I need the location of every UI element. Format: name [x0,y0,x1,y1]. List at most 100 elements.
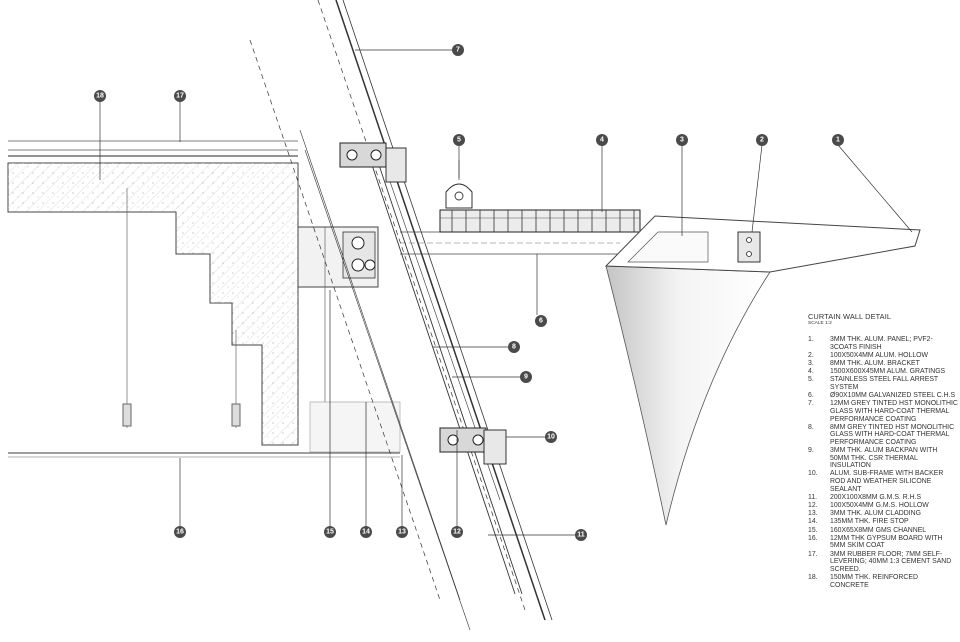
legend-item-text: 1500X600X45MM ALUM. GRATINGS [830,368,946,376]
callout-17: 17 [174,90,186,102]
svg-text:16: 16 [176,529,184,536]
legend-panel: CURTAIN WALL DETAIL SCALE 1:2 1.3MM THK.… [808,312,958,590]
svg-text:11: 11 [577,532,585,539]
legend-item-number: 8. [808,423,814,431]
legend-item: 5. STAINLESS STEEL FALL ARREST SYSTEM [808,376,958,391]
legend-item-text: 150MM THK. REINFORCED CONCRETE [830,573,918,589]
svg-text:14: 14 [362,529,370,536]
legend-item-number: 3. [808,359,814,367]
svg-text:9: 9 [524,374,528,381]
legend-item-number: 2. [808,351,814,359]
legend-item-number: 18. [808,573,818,581]
callout-8: 8 [508,341,520,353]
svg-text:5: 5 [457,137,461,144]
legend-item-number: 11. [808,493,818,501]
callout-7: 7 [452,44,464,56]
svg-text:15: 15 [326,529,334,536]
legend-item-text: ALUM. SUB-FRAME WITH BACKER ROD AND WEAT… [830,470,944,493]
legend-item-text: 200X100X8MM G.M.S. R.H.S [830,493,922,501]
legend-item: 10. ALUM. SUB-FRAME WITH BACKER ROD AND W… [808,470,958,493]
legend-item-number: 10. [808,470,818,478]
legend-item: 6. Ø90X10MM GALVANIZED STEEL C.H.S [808,392,958,400]
callout-1: 1 [832,134,844,146]
callout-4: 4 [596,134,608,146]
legend-item: 17. 3MM RUBBER FLOOR; 7MM SELF-LEVERING; … [808,551,958,574]
legend-scale: SCALE 1:2 [808,321,832,326]
svg-text:2: 2 [760,137,764,144]
legend-item-text: 12MM THK GYPSUM BOARD WITH 5MM SKIM COAT [830,534,943,550]
legend-item: 14. 135MM THK. FIRE STOP [808,518,958,526]
legend-item-text: 3MM THK. ALUM. PANEL; PVF2-3COATS FINISH [830,336,933,351]
callout-6: 6 [535,315,547,327]
callout-12: 12 [451,526,463,538]
callout-15: 15 [324,526,336,538]
svg-text:10: 10 [547,434,555,441]
svg-text:4: 4 [600,137,604,144]
callout-5: 5 [453,134,465,146]
legend-item: 13. 3MM THK. ALUM CLADDING [808,510,958,518]
steel-bracket [297,226,379,453]
ceiling [8,188,400,458]
legend-item-number: 17. [808,550,818,558]
svg-text:13: 13 [398,529,406,536]
callout-14: 14 [360,526,372,538]
floor-finish [8,140,298,157]
svg-text:6: 6 [539,318,543,325]
callout-18: 18 [94,90,106,102]
legend-item: 8. 8MM GREY TINTED HST MONOLITHIC GLASS W… [808,424,958,447]
gratings [439,209,641,233]
legend-item: 1.3MM THK. ALUM. PANEL; PVF2-3COATS FINI… [808,336,958,351]
chs-rod [400,231,620,255]
callout-2: 2 [756,134,768,146]
legend-item-number: 13. [808,510,818,518]
legend-item: 2. 100X50X4MM ALUM. HOLLOW [808,352,958,360]
legend-item-text: 3MM THK. ALUM BACKPAN WITH 50MM THK. CSR… [830,447,938,470]
legend-title: CURTAIN WALL DETAIL [808,312,892,321]
legend-item: 15. 160X65X8MM GMS CHANNEL [808,527,958,535]
aluminium-fin [604,215,921,526]
legend-item-text: 160X65X8MM GMS CHANNEL [830,526,927,534]
legend-item-text: 8MM THK. ALUM. BRACKET [830,359,920,367]
legend-item-number: 4. [808,368,814,376]
callout-16: 16 [174,526,186,538]
sub-frame-upper [339,142,407,183]
svg-text:1: 1 [836,137,840,144]
legend-item-text: Ø90X10MM GALVANIZED STEEL C.H.S [830,392,956,400]
callout-11: 11 [575,529,587,541]
callout-13: 13 [396,526,408,538]
fire-stop [309,401,401,453]
legend-item-number: 15. [808,526,818,534]
legend-item-number: 16. [808,534,818,542]
callout-9: 9 [520,371,532,383]
legend-item-number: 6. [808,392,814,400]
legend-item: 9.3MM THK. ALUM BACKPAN WITH 50MM THK. C… [808,447,958,470]
legend-item-text: STAINLESS STEEL FALL ARREST SYSTEM [830,376,938,391]
legend-item-text: 3MM RUBBER FLOOR; 7MM SELF-LEVERING; 40M… [830,550,952,573]
callout-bubbles: 1 2 3 4 5 6 7 8 9 10 11 12 13 14 15 16 1… [94,44,844,541]
legend-item: 18. 150MM THK. REINFORCED CONCRETE [808,574,958,589]
curtain-wall-glazing [249,0,553,631]
legend-item: 16. 12MM THK GYPSUM BOARD WITH 5MM SKIM C… [808,535,958,550]
legend-item-text: 8MM GREY TINTED HST MONOLITHIC GLASS WIT… [830,423,955,446]
legend-item: 11. 200X100X8MM G.M.S. R.H.S [808,494,958,502]
legend-item-text: 3MM THK. ALUM CLADDING [830,510,921,518]
svg-text:7: 7 [456,47,460,54]
svg-text:12: 12 [453,529,461,536]
legend-item-text: 100X50X4MM G.M.S. HOLLOW [830,502,929,509]
legend-item-text: 100X50X4MM ALUM. HOLLOW [830,351,929,359]
callout-10: 10 [545,431,557,443]
legend-item: 7.12MM GREY TINTED HST MONOLITHIC GLASS … [808,400,958,423]
legend-item-number: 12. [808,502,818,509]
legend-item-number: 14. [808,518,818,526]
legend-item-number: 5. [808,376,814,384]
svg-text:18: 18 [96,93,104,100]
legend-item-text: 135MM THK. FIRE STOP [830,518,909,526]
callout-3: 3 [676,134,688,146]
legend-item-number: 7. [808,400,814,408]
leader-lines [99,49,913,536]
fall-arrest-anchor [445,160,473,209]
legend-list: 1.3MM THK. ALUM. PANEL; PVF2-3COATS FINI… [808,336,958,589]
svg-text:17: 17 [176,93,184,100]
svg-text:8: 8 [512,344,516,351]
